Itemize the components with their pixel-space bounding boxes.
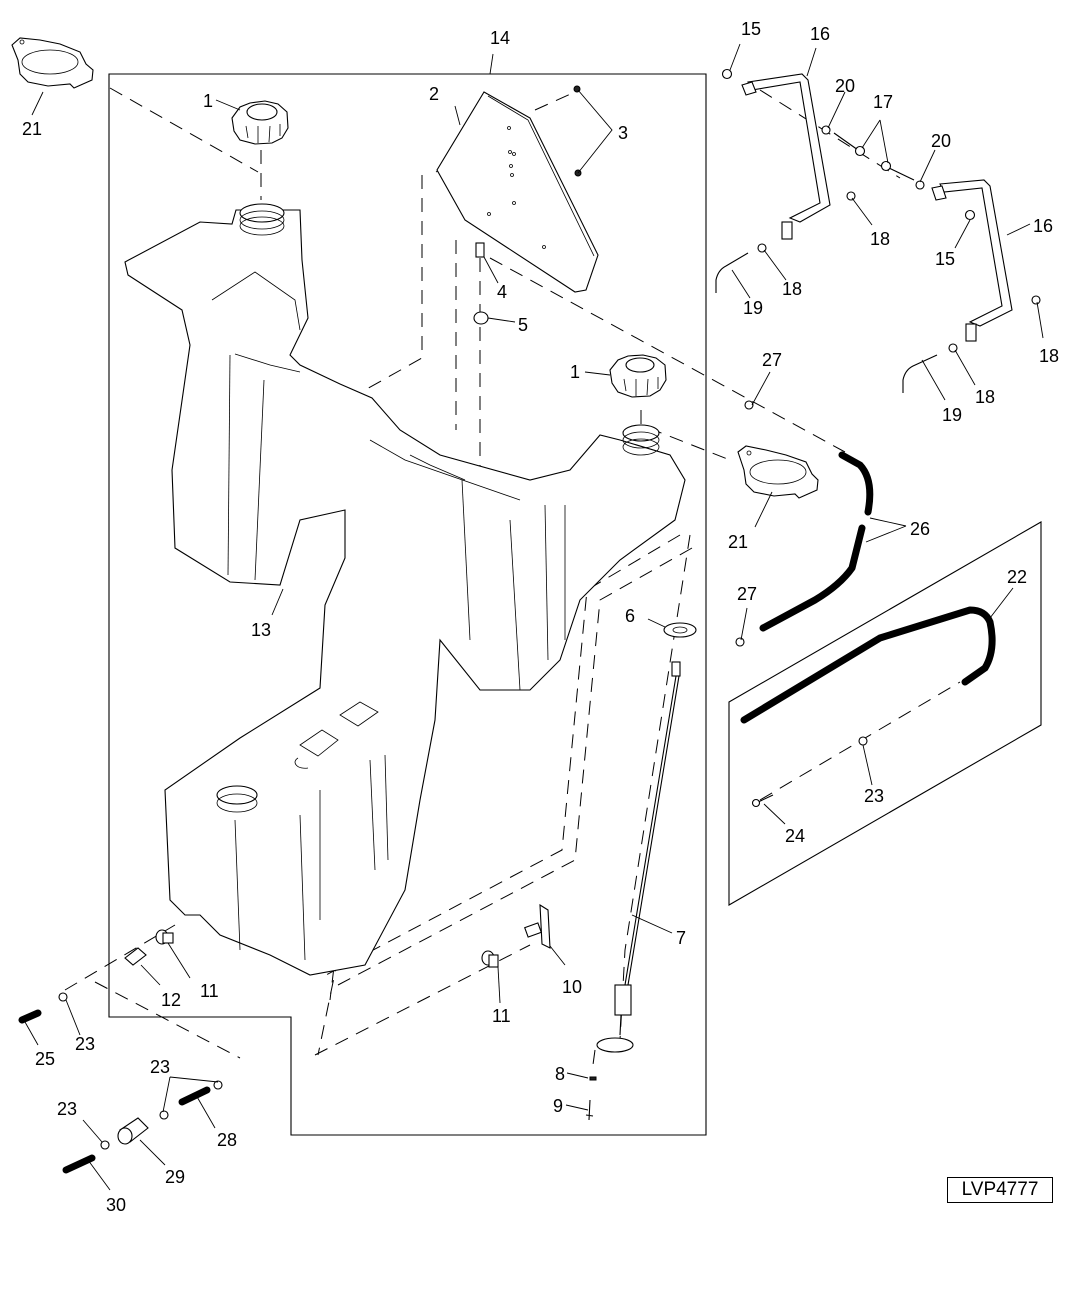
callout-9: 9 xyxy=(553,1096,563,1116)
callout-7: 7 xyxy=(676,928,686,948)
grommet-5 xyxy=(473,311,489,325)
callout-15-right: 15 xyxy=(935,249,955,269)
nut-18-a xyxy=(846,191,856,201)
callout-16-left: 16 xyxy=(810,24,830,44)
callout-1-left: 1 xyxy=(203,91,213,111)
callout-27-upper: 27 xyxy=(762,350,782,370)
plate-holes xyxy=(487,126,546,249)
nut-15-right xyxy=(964,209,976,221)
fuel-filter-29 xyxy=(117,1117,149,1145)
callout-29: 29 xyxy=(165,1167,185,1187)
gasket-6 xyxy=(663,622,697,638)
callout-26: 26 xyxy=(910,519,930,539)
strap-16-left xyxy=(741,73,831,240)
callout-11-center: 11 xyxy=(492,1006,511,1026)
fuel-tank-13 xyxy=(124,203,686,976)
reference-code-label: LVP4777 xyxy=(947,1177,1053,1203)
retainer-ring-top-left xyxy=(11,37,94,89)
callout-17: 17 xyxy=(873,92,893,112)
j-bolt-19-left xyxy=(715,252,749,293)
callout-21-top-left: 21 xyxy=(22,119,42,139)
callout-6: 6 xyxy=(625,606,635,626)
callout-11-left: 11 xyxy=(200,981,219,1001)
lower-hoses xyxy=(18,1009,211,1174)
vent-hose-26a xyxy=(838,451,874,516)
washer-20-right xyxy=(915,180,925,190)
callout-14: 14 xyxy=(490,28,510,48)
screws-3 xyxy=(573,85,582,177)
retainer-ring-right xyxy=(737,445,819,499)
callout-18-b: 18 xyxy=(782,279,802,299)
callout-3: 3 xyxy=(618,123,628,143)
screw-9 xyxy=(585,1099,594,1121)
callout-10: 10 xyxy=(562,977,582,997)
j-bolt-19-right xyxy=(902,354,938,393)
callout-12: 12 xyxy=(161,990,181,1010)
callout-19-right: 19 xyxy=(942,405,962,425)
callout-5: 5 xyxy=(518,315,528,335)
callout-21-right: 21 xyxy=(728,532,748,552)
callout-18-c: 18 xyxy=(1039,346,1059,366)
bolt-17-right xyxy=(888,167,915,181)
callout-28: 28 xyxy=(217,1130,237,1150)
callout-25: 25 xyxy=(35,1049,55,1069)
nut-15-upper xyxy=(721,68,733,80)
hose-kit-box xyxy=(728,521,1042,906)
callout-8: 8 xyxy=(555,1064,565,1084)
callout-20-right: 20 xyxy=(931,131,951,151)
fitting-4 xyxy=(475,242,485,258)
fuel-cap-right xyxy=(609,354,667,398)
callout-23-pair: 23 xyxy=(150,1057,170,1077)
clamp-27-upper xyxy=(744,400,754,410)
elbow-fitting-11-left xyxy=(155,929,174,945)
callout-2: 2 xyxy=(429,84,439,104)
callout-27-lower: 27 xyxy=(737,584,757,604)
hose-22 xyxy=(740,606,996,724)
callout-23-d: 23 xyxy=(57,1099,77,1119)
callout-4: 4 xyxy=(497,282,507,302)
callout-30: 30 xyxy=(106,1195,126,1215)
assembly-boundary-14 xyxy=(108,73,707,1136)
adapter-fitting-12 xyxy=(124,947,147,966)
callout-23-boxed: 23 xyxy=(864,786,884,806)
callout-18-d: 18 xyxy=(975,387,995,407)
fuel-cap-left xyxy=(231,100,289,145)
callout-18-a: 18 xyxy=(870,229,890,249)
callout-22: 22 xyxy=(1007,567,1027,587)
washer-8 xyxy=(589,1076,597,1081)
nut-18-c xyxy=(1031,295,1041,305)
shield-plate-2 xyxy=(436,91,599,293)
callout-20-left: 20 xyxy=(835,76,855,96)
callout-1-right: 1 xyxy=(570,362,580,382)
valve-10 xyxy=(524,903,551,949)
callout-labels: 1 1 2 3 4 5 6 7 8 9 10 11 11 12 13 14 15… xyxy=(22,19,1059,1215)
callout-19-left: 19 xyxy=(743,298,763,318)
lower-clamps-23 xyxy=(58,992,223,1150)
callout-16-right: 16 xyxy=(1033,216,1053,236)
leader-lines xyxy=(24,43,1044,1191)
callout-23-b: 23 xyxy=(75,1034,95,1054)
hardware-small xyxy=(721,68,1041,808)
clamp-23-boxed xyxy=(858,736,868,746)
clamp-27-lower xyxy=(735,637,745,647)
strap-16-right xyxy=(931,179,1013,342)
fuel-sender-7 xyxy=(596,661,681,1053)
callout-15-upper: 15 xyxy=(741,19,761,39)
callout-24: 24 xyxy=(785,826,805,846)
callout-13: 13 xyxy=(251,620,271,640)
vent-hose-26b xyxy=(759,524,866,632)
bolt-17-left xyxy=(833,132,859,151)
elbow-fitting-11-center xyxy=(481,950,499,968)
